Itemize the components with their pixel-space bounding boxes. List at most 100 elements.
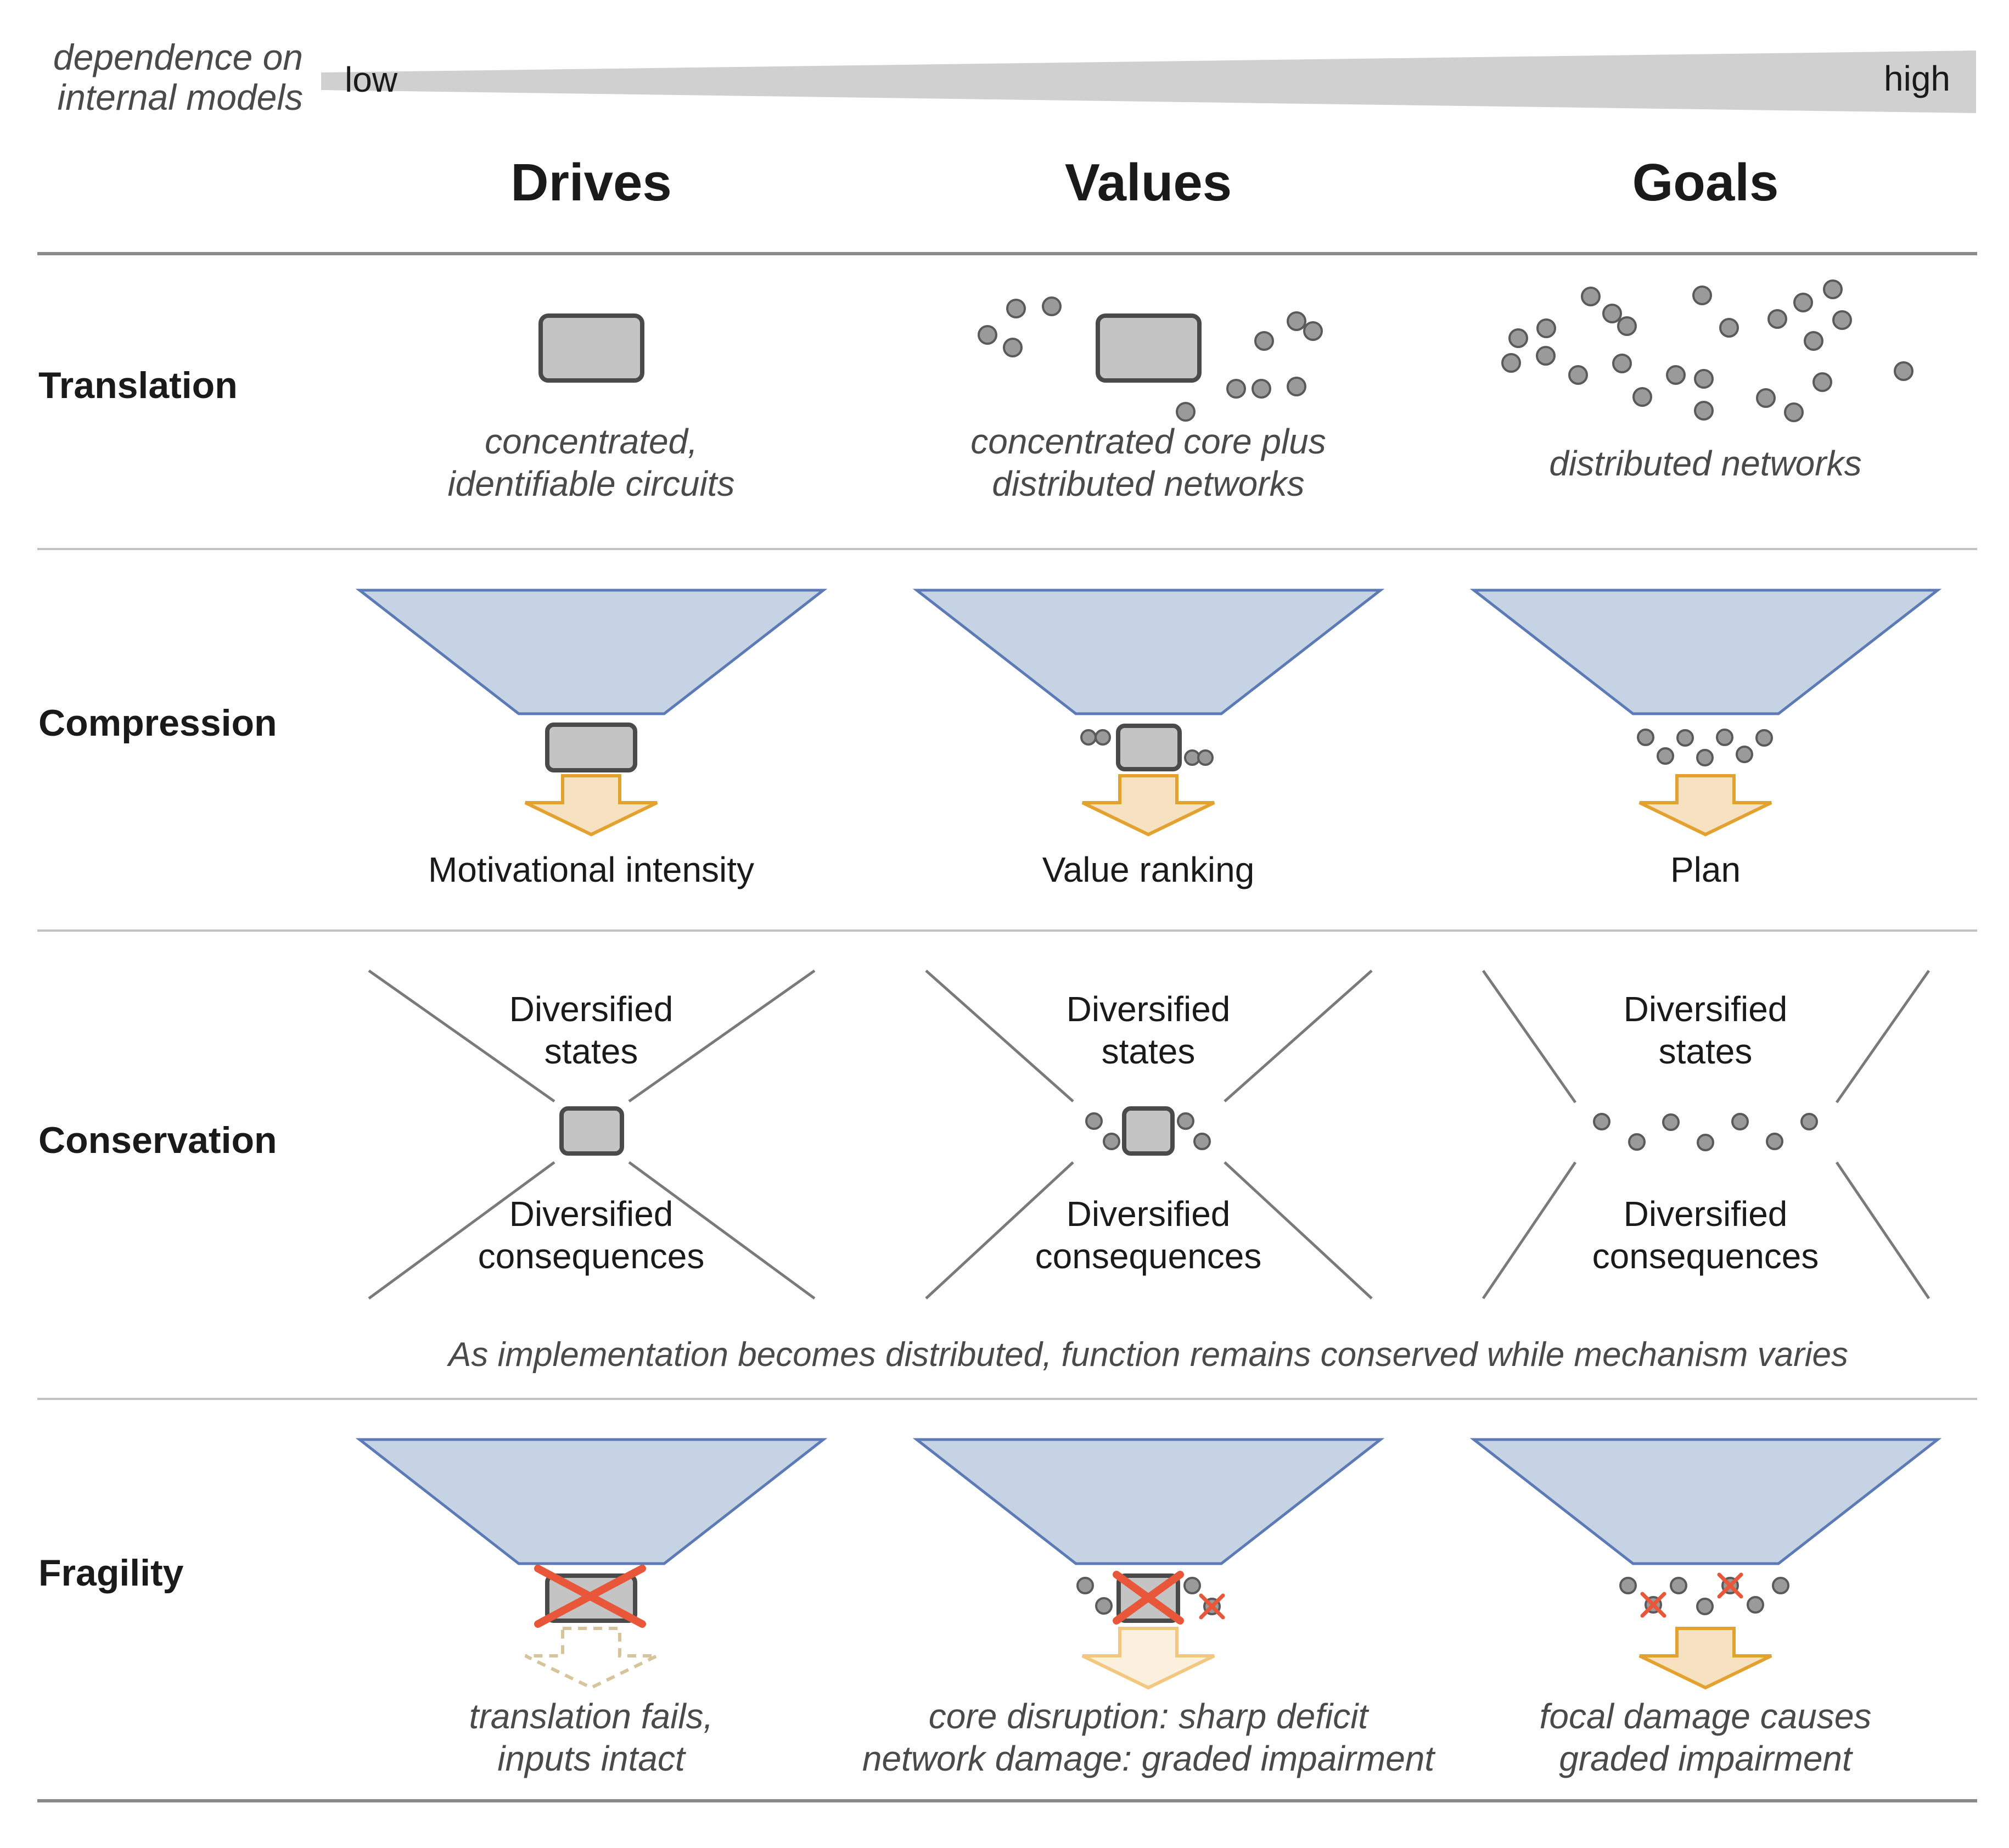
states-label-line1: Diversified xyxy=(1624,989,1788,1029)
gradient-wedge xyxy=(321,51,1976,113)
network-node xyxy=(1536,318,1556,338)
column-headers: Drives Values Goals xyxy=(510,153,1778,212)
network-node xyxy=(1784,402,1804,422)
network-node xyxy=(1252,379,1271,399)
input-funnel xyxy=(1469,1438,1942,1565)
network-node xyxy=(1612,354,1632,373)
conservation-goals: Diversified states Diversified consequen… xyxy=(1482,970,1931,1300)
consequences-label-line1: Diversified xyxy=(1624,1194,1788,1234)
network-node xyxy=(1666,365,1686,385)
network-node xyxy=(1617,316,1637,336)
network-node xyxy=(1508,328,1528,348)
network-node xyxy=(1177,1112,1194,1130)
network-node xyxy=(1694,401,1714,421)
network-node xyxy=(1755,729,1773,747)
network-node xyxy=(1287,377,1306,396)
network-node xyxy=(1766,1133,1783,1150)
diverging-line xyxy=(368,969,555,1103)
diverging-line xyxy=(925,1161,1074,1300)
network-node xyxy=(1694,369,1714,389)
network-node xyxy=(1581,287,1601,306)
network-node xyxy=(1657,747,1674,765)
output-arrow xyxy=(1638,774,1772,837)
network-node xyxy=(1042,296,1062,316)
output-arrow xyxy=(524,774,658,837)
fragility-drives-caption-line2: inputs intact xyxy=(497,1739,686,1778)
network-nodes xyxy=(1501,279,1913,422)
network-node xyxy=(1719,318,1739,338)
gradient-label-line1: dependence on xyxy=(53,37,303,77)
compression-goals-output: Plan xyxy=(1670,850,1741,889)
fragility-drives-caption-line1: translation fails, xyxy=(469,1696,714,1736)
fragility-drives: translation fails, inputs intact xyxy=(355,1438,828,1778)
diverging-line xyxy=(1224,970,1373,1102)
network-node xyxy=(978,325,997,345)
input-funnel xyxy=(912,589,1385,715)
compression-drives-output: Motivational intensity xyxy=(428,850,754,889)
diverging-line xyxy=(1835,970,1931,1104)
states-label-line2: states xyxy=(1659,1032,1753,1071)
network-node xyxy=(1536,346,1556,366)
fragility-goals-caption-line2: graded impairment xyxy=(1559,1739,1853,1778)
network-node xyxy=(1804,331,1823,351)
core-circuit-box xyxy=(1122,1106,1175,1156)
diverging-line xyxy=(368,1161,555,1300)
row-label-compression: Compression xyxy=(38,702,277,744)
network-node xyxy=(1894,361,1913,381)
column-header-values: Values xyxy=(1065,153,1232,212)
states-label-line2: states xyxy=(545,1032,638,1071)
column-header-goals: Goals xyxy=(1632,153,1779,212)
translation-values: concentrated core plus distributed netwo… xyxy=(970,296,1326,503)
compression-values: Value ranking xyxy=(912,589,1385,889)
network-node xyxy=(1632,387,1652,407)
translation-goals-caption: distributed networks xyxy=(1549,444,1861,483)
network-node xyxy=(1696,749,1714,766)
translation-values-caption-line1: concentrated core plus xyxy=(970,422,1326,461)
network-nodes xyxy=(978,296,1323,422)
consequences-label-line1: Diversified xyxy=(1067,1194,1231,1234)
translation-drives: concentrated, identifiable circuits xyxy=(448,313,734,503)
consequences-label-line1: Diversified xyxy=(509,1194,674,1234)
translation-values-caption-line2: distributed networks xyxy=(992,464,1304,503)
consequences-label-line2: consequences xyxy=(1035,1236,1262,1276)
output-arrow xyxy=(1081,774,1215,837)
network-node xyxy=(1095,729,1111,746)
translation-drives-caption-line1: concentrated, xyxy=(485,422,698,461)
network-node xyxy=(1226,379,1246,399)
gradient-high-label: high xyxy=(1884,59,1950,98)
network-node xyxy=(1602,304,1622,323)
row-label-translation: Translation xyxy=(38,365,238,406)
input-funnel xyxy=(355,1438,828,1565)
network-node xyxy=(1692,285,1712,305)
states-label-line1: Diversified xyxy=(509,989,674,1029)
diverging-line xyxy=(1482,1161,1577,1300)
network-node xyxy=(1003,338,1023,357)
network-node xyxy=(1670,1577,1687,1594)
network-node xyxy=(1767,309,1787,329)
network-node xyxy=(1676,729,1694,747)
network-node xyxy=(1812,372,1832,392)
damage-cross-icon xyxy=(1199,1593,1225,1620)
fragility-goals-caption-line1: focal damage causes xyxy=(1540,1696,1872,1736)
network-node xyxy=(1501,353,1521,373)
network-node xyxy=(1176,402,1196,422)
failed-output-arrow xyxy=(524,1627,658,1690)
diverging-line xyxy=(628,1161,816,1300)
consequences-label-line2: consequences xyxy=(478,1236,705,1276)
network-node xyxy=(1076,1577,1094,1594)
diverging-line xyxy=(1835,1161,1931,1300)
network-node xyxy=(1637,729,1654,746)
input-funnel xyxy=(1469,589,1942,715)
network-node xyxy=(1697,1134,1714,1151)
damage-cross-icon xyxy=(1640,1592,1666,1618)
diverging-line xyxy=(628,969,816,1103)
diverging-line xyxy=(925,970,1074,1102)
network-node xyxy=(1800,1113,1818,1130)
network-node xyxy=(1197,749,1214,766)
states-label-line2: states xyxy=(1102,1032,1196,1071)
weakened-output-arrow xyxy=(1081,1627,1215,1690)
network-node xyxy=(1085,1112,1103,1130)
network-node xyxy=(1254,331,1274,351)
core-circuit-box xyxy=(545,723,637,772)
